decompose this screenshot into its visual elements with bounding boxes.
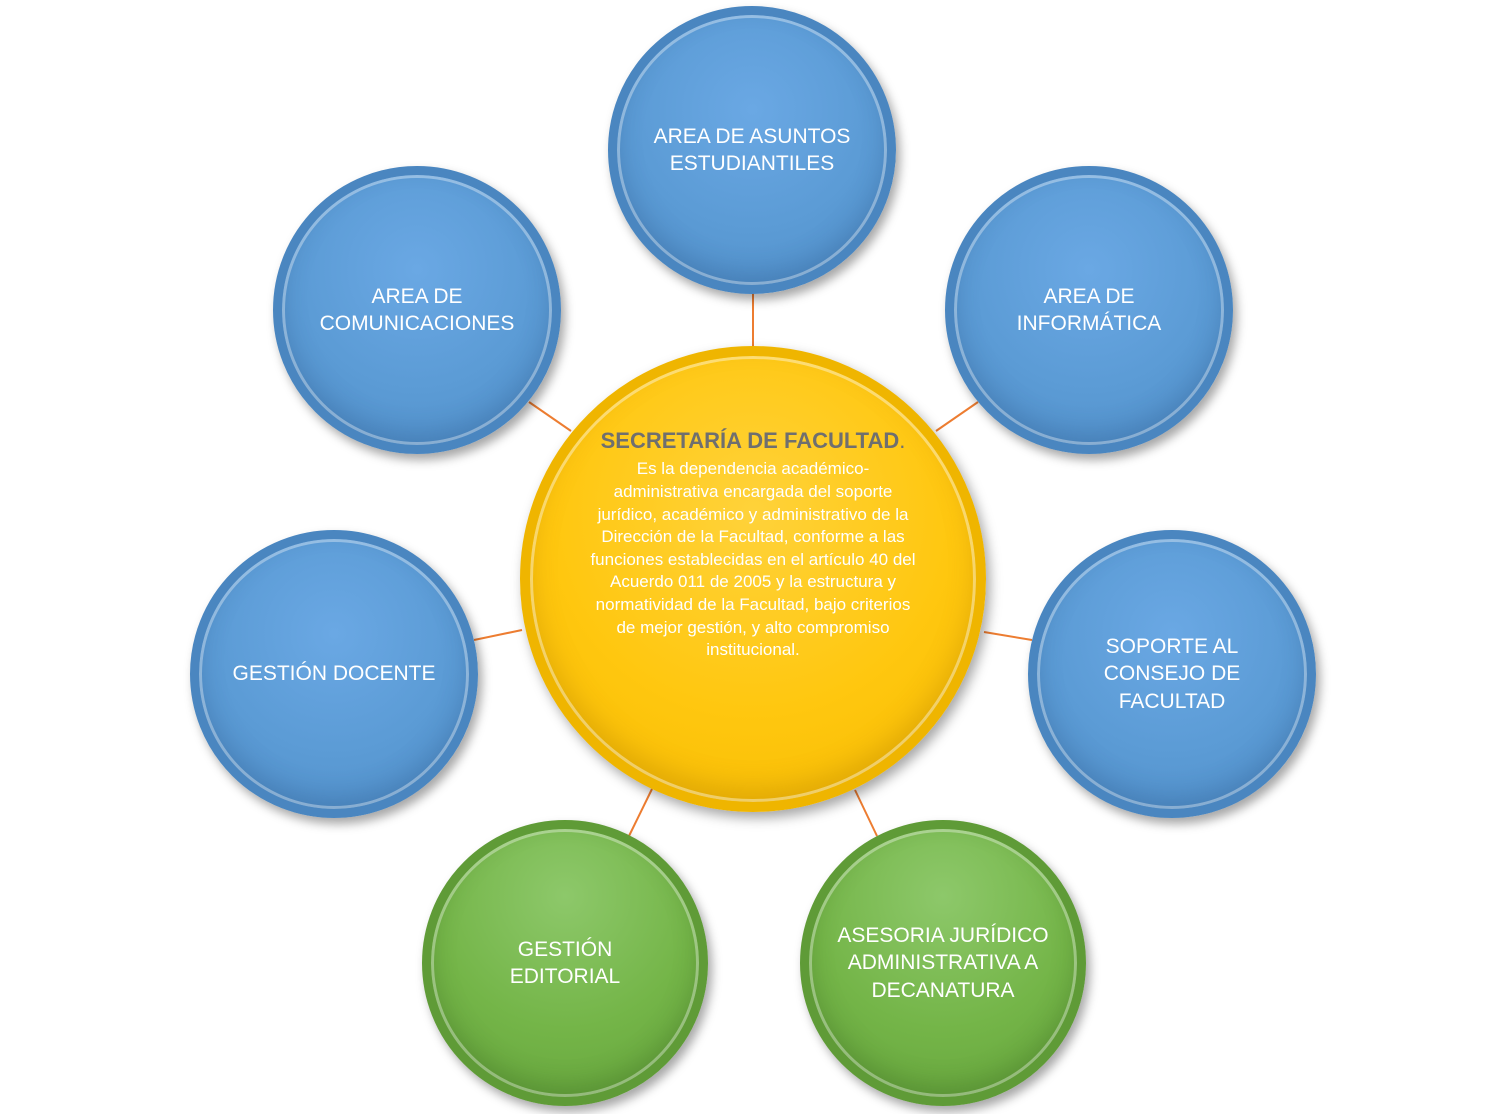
node-comunicaciones: AREA DE COMUNICACIONES — [273, 166, 561, 454]
connector-soporte — [983, 631, 1033, 641]
center-description: Es la dependencia académico-administrati… — [590, 459, 916, 660]
connector-docente — [473, 629, 523, 641]
node-gestion-editorial: GESTIÓN EDITORIAL — [422, 820, 708, 1106]
node-soporte-consejo: SOPORTE AL CONSEJO DE FACULTAD — [1028, 530, 1316, 818]
connector-comunicaciones — [528, 401, 572, 432]
connector-asesoria — [854, 789, 878, 837]
node-asuntos-label: AREA DE ASUNTOS ESTUDIANTILES — [653, 124, 851, 175]
center-title: SECRETARÍA DE FACULTAD. — [601, 428, 906, 454]
node-editorial-label: GESTIÓN EDITORIAL — [509, 937, 621, 988]
node-asuntos-estudiantiles: AREA DE ASUNTOS ESTUDIANTILES — [608, 6, 896, 294]
connector-editorial — [628, 788, 653, 837]
node-informatica-label: AREA DE INFORMÁTICA — [1016, 284, 1162, 335]
center-title-punct: . — [899, 428, 906, 453]
connector-informatica — [935, 401, 979, 432]
node-comunicaciones-label: AREA DE COMUNICACIONES — [319, 284, 515, 335]
center-node-secretaria: SECRETARÍA DE FACULTAD. Es la dependenci… — [520, 346, 986, 812]
node-soporte-label: SOPORTE AL CONSEJO DE FACULTAD — [1103, 635, 1241, 713]
node-asesoria-label: ASESORIA JURÍDICO ADMINISTRATIVA A DECAN… — [837, 924, 1049, 1002]
node-asesoria-juridico: ASESORIA JURÍDICO ADMINISTRATIVA A DECAN… — [800, 820, 1086, 1106]
node-docente-label: GESTIÓN DOCENTE — [232, 662, 436, 686]
node-informatica: AREA DE INFORMÁTICA — [945, 166, 1233, 454]
node-gestion-docente: GESTIÓN DOCENTE — [190, 530, 478, 818]
center-title-text: SECRETARÍA DE FACULTAD — [600, 428, 900, 453]
